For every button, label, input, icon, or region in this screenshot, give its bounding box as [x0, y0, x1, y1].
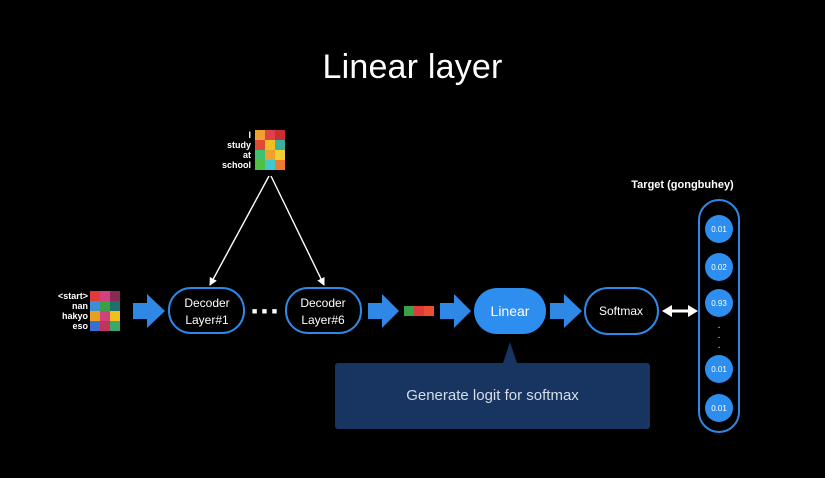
tooltip-pointer: [503, 342, 517, 363]
input-embedding-cell: [90, 321, 100, 331]
encoder-output-cell: [275, 140, 285, 150]
encoder-word-labels: I study at school: [222, 130, 251, 170]
input-embedding-matrix: [90, 291, 120, 331]
tooltip-text: Generate logit for softmax: [406, 387, 579, 404]
decoder-layer-6: Decoder Layer#6: [285, 287, 362, 334]
decoder-ellipsis: ■ ■ ■: [252, 306, 278, 316]
target-value-1: 0.01: [711, 225, 727, 234]
encoder-output-cell: [255, 140, 265, 150]
input-word-start: <start>: [58, 291, 88, 301]
encoder-output-cell: [265, 130, 275, 140]
encoder-word-at: at: [243, 150, 251, 160]
target-node-3: [705, 289, 733, 317]
decoder-layer-1-line2: Layer#1: [185, 313, 229, 327]
target-vector-container: [698, 199, 740, 433]
target-value-5: 0.01: [711, 404, 727, 413]
encoder-output-cell: [265, 160, 275, 170]
input-embedding-cell: [100, 291, 110, 301]
encoder-word-study: study: [227, 140, 251, 150]
target-node-1: [705, 215, 733, 243]
encoder-word-school: school: [222, 160, 251, 170]
decoder-output-cell: [424, 306, 434, 316]
decoder-layer-6-line2: Layer#6: [301, 313, 345, 327]
encoder-output-cell: [255, 150, 265, 160]
encoder-to-decoder1-arrow: [209, 175, 270, 286]
input-embedding-cell: [110, 291, 120, 301]
target-dot-1: ·: [717, 322, 720, 333]
encoder-output-cell: [265, 140, 275, 150]
target-value-2: 0.02: [711, 263, 727, 272]
decoder-output-cell: [414, 306, 424, 316]
input-embedding-cell: [100, 311, 110, 321]
page-title: Linear layer: [322, 48, 503, 86]
target-dot-2: ·: [717, 332, 720, 343]
encoder-output-cell: [275, 160, 285, 170]
target-dot-3: ·: [717, 342, 720, 353]
encoder-output-cell: [265, 150, 275, 160]
decoder-output-cell: [404, 306, 414, 316]
flow-arrow-1: [133, 294, 165, 328]
compare-double-arrow: [662, 305, 698, 317]
target-node-4: [705, 355, 733, 383]
decoder-layer-6-line1: Decoder: [300, 296, 345, 310]
encoder-word-i: I: [248, 130, 251, 140]
linear-node: Linear: [474, 288, 546, 334]
encoder-output-cell: [275, 150, 285, 160]
target-value-3: 0.93: [711, 299, 727, 308]
encoder-output-matrix: [255, 130, 285, 170]
target-title: Target (gongbuhey): [631, 179, 734, 191]
input-word-labels: <start> nan hakyo eso: [58, 291, 89, 331]
target-node-5: [705, 394, 733, 422]
input-embedding-cell: [100, 301, 110, 311]
input-word-eso: eso: [72, 321, 88, 331]
softmax-label: Softmax: [599, 304, 643, 318]
input-word-hakyo: hakyo: [62, 311, 89, 321]
flow-arrow-4: [550, 294, 582, 328]
input-embedding-cell: [110, 301, 120, 311]
target-vector: 0.01 0.02 0.93 · · · 0.01 0.01: [705, 215, 733, 422]
flow-arrow-2: [368, 294, 399, 328]
target-value-4: 0.01: [711, 365, 727, 374]
input-embedding-cell: [100, 321, 110, 331]
input-embedding-cell: [90, 291, 100, 301]
encoder-output-cell: [275, 130, 285, 140]
linear-tooltip: Generate logit for softmax: [335, 363, 650, 429]
encoder-output-cell: [255, 160, 265, 170]
input-embedding-cell: [90, 311, 100, 321]
flow-arrow-3: [440, 294, 471, 328]
decoder-output-vector: [404, 306, 434, 316]
decoder-layer-1-line1: Decoder: [184, 296, 229, 310]
target-node-2: [705, 253, 733, 281]
input-word-nan: nan: [72, 301, 88, 311]
encoder-to-decoder6-arrow: [270, 175, 325, 286]
softmax-node: Softmax: [584, 287, 659, 335]
decoder-layer-1: Decoder Layer#1: [168, 287, 245, 334]
input-embedding-cell: [110, 311, 120, 321]
input-embedding-cell: [90, 301, 100, 311]
input-embedding-cell: [110, 321, 120, 331]
linear-label: Linear: [491, 303, 530, 319]
encoder-output-cell: [255, 130, 265, 140]
